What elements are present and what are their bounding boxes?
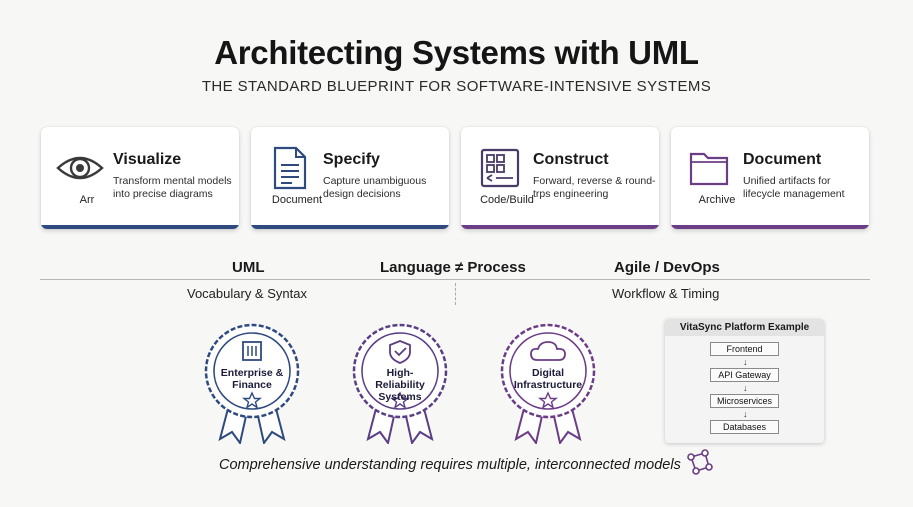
cloud-icon [530,341,566,361]
card-description: Forward, reverse & round-trps engineerin… [533,175,656,200]
card-description: Transform mental models into precise dia… [113,175,232,200]
node-microservices: Microservices [710,394,779,408]
card-description: Capture unambiguous design decisions [323,175,427,200]
card-icon-label: Code/Build [480,194,534,206]
star-icon [537,391,559,410]
star-icon [241,391,263,410]
arrow-down-icon: ↓ [743,409,748,419]
badge-label: High-Reliability Systems [375,367,425,403]
folder-icon [685,147,735,189]
page-subtitle: THE STANDARD BLUEPRINT FOR SOFTWARE-INTE… [201,78,712,95]
network-icon [685,448,715,483]
badge-label: Digital Infrastructure [513,367,583,391]
badge-label: Enterprise & Finance [220,367,284,391]
code-build-icon [475,147,525,189]
page-title: Architecting Systems with UML [214,34,699,71]
arrow-down-icon: ↓ [743,383,748,393]
card-title: Specify [323,151,380,168]
uml-label: UML [232,259,265,276]
badge-enterprise-finance: Enterprise & Finance [202,319,302,444]
vocabulary-label: Vocabulary & Syntax [187,286,307,301]
footer-caption: Comprehensive understanding requires mul… [219,457,681,473]
node-databases: Databases [710,420,779,434]
card-accent-bar [461,225,659,229]
agile-devops-label: Agile / DevOps [614,259,720,276]
node-frontend: Frontend [710,342,779,356]
eye-icon [55,147,105,189]
card-title: Visualize [113,151,182,168]
card-accent-bar [671,225,869,229]
card-accent-bar [41,225,239,229]
card-description: Unified artifacts for lifecycle manageme… [743,175,845,200]
card-specify: Document Specify Capture unambiguous des… [251,127,449,229]
platform-title: VitaSync Platform Example [665,319,824,336]
dashed-divider [455,283,456,305]
badge-digital-infrastructure: Digital Infrastructure [498,319,598,444]
platform-example-panel: VitaSync Platform Example Frontend ↓ API… [665,319,824,443]
card-title: Document [743,151,822,168]
star-icon [389,391,411,410]
badge-high-reliability: High-Reliability Systems [350,319,450,444]
card-title: Construct [533,151,609,168]
card-visualize: Arr Visualize Transform mental models in… [41,127,239,229]
card-document: Archive Document Unified artifacts for l… [671,127,869,229]
card-icon-label: Arr [79,194,95,206]
building-icon [242,341,262,361]
language-process-label: Language ≠ Process [380,259,526,276]
arrow-down-icon: ↓ [743,357,748,367]
divider-line [40,279,870,280]
card-construct: Code/Build Construct Forward, reverse & … [461,127,659,229]
document-icon [265,146,315,190]
card-accent-bar [251,225,449,229]
workflow-label: Workflow & Timing [612,286,720,301]
node-api-gateway: API Gateway [710,368,779,382]
shield-icon [389,340,411,364]
card-icon-label: Archive [698,194,736,206]
card-icon-label: Document [271,194,323,206]
